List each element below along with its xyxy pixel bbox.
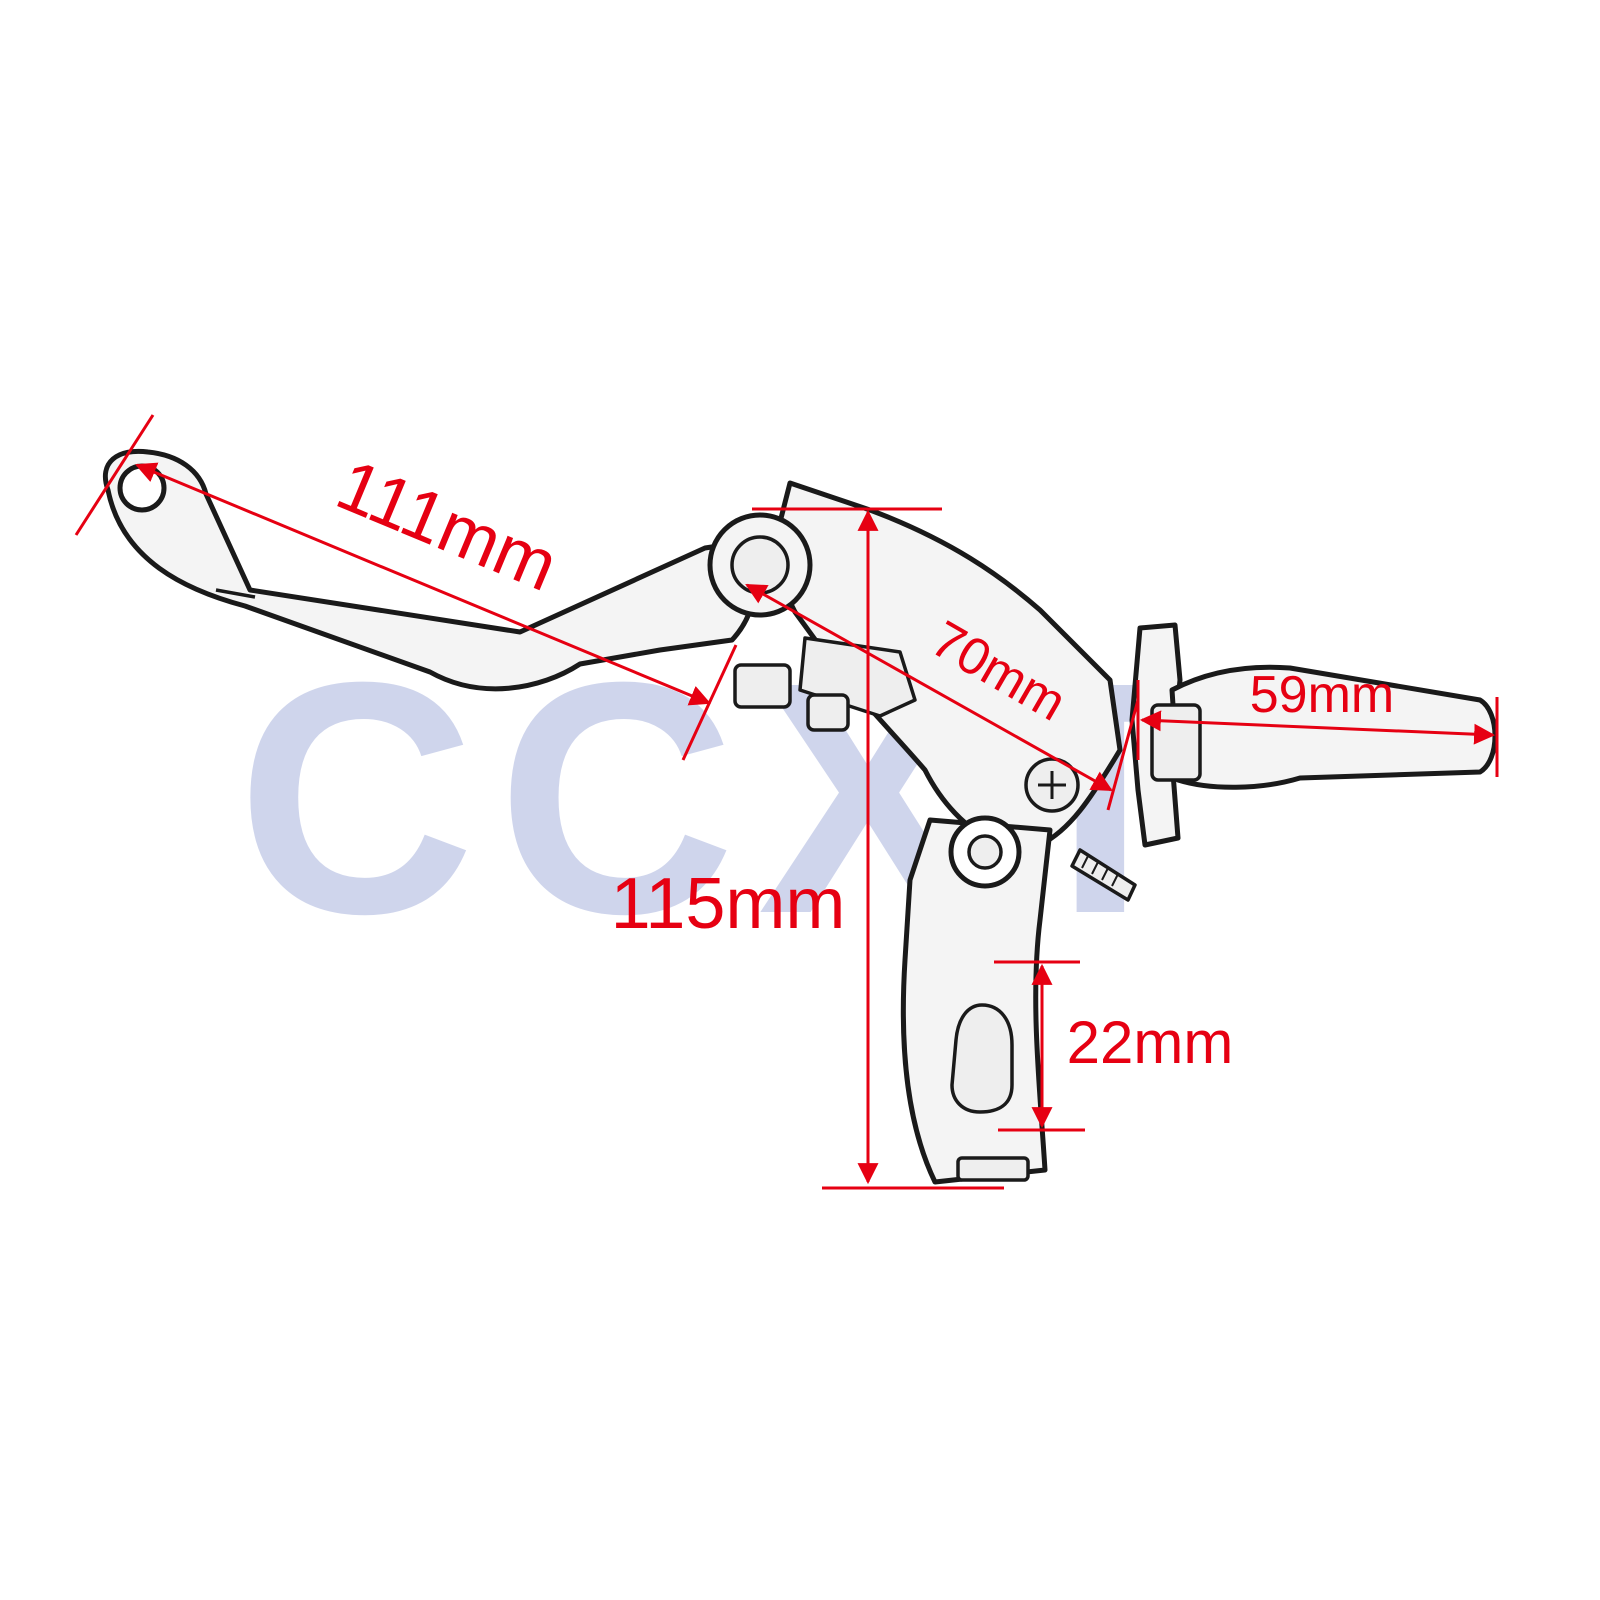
- label-overall-height: 115mm: [611, 864, 846, 944]
- switch-nub: [806, 693, 850, 732]
- dim-111-extension-start: [74, 414, 155, 536]
- dim-111-line: [135, 462, 711, 706]
- dim-70-line: [745, 583, 1113, 792]
- clamp-bolt-head: [967, 834, 1003, 870]
- pivot-bolt-inner: [730, 535, 790, 595]
- label-clamp-width: 22mm: [1067, 1009, 1234, 1076]
- label-lever-length: 111mm: [326, 445, 569, 607]
- adjuster-nut: [1150, 703, 1202, 782]
- clamp-slot: [950, 1003, 1014, 1114]
- label-adjuster-length: 59mm: [1250, 666, 1394, 724]
- dim-59-line: [1139, 710, 1496, 745]
- cable-stub: [733, 663, 792, 709]
- clamp-base-tab: [956, 1156, 1030, 1182]
- dimension-lines: [74, 414, 1499, 1190]
- dim-70-extension: [1106, 699, 1140, 811]
